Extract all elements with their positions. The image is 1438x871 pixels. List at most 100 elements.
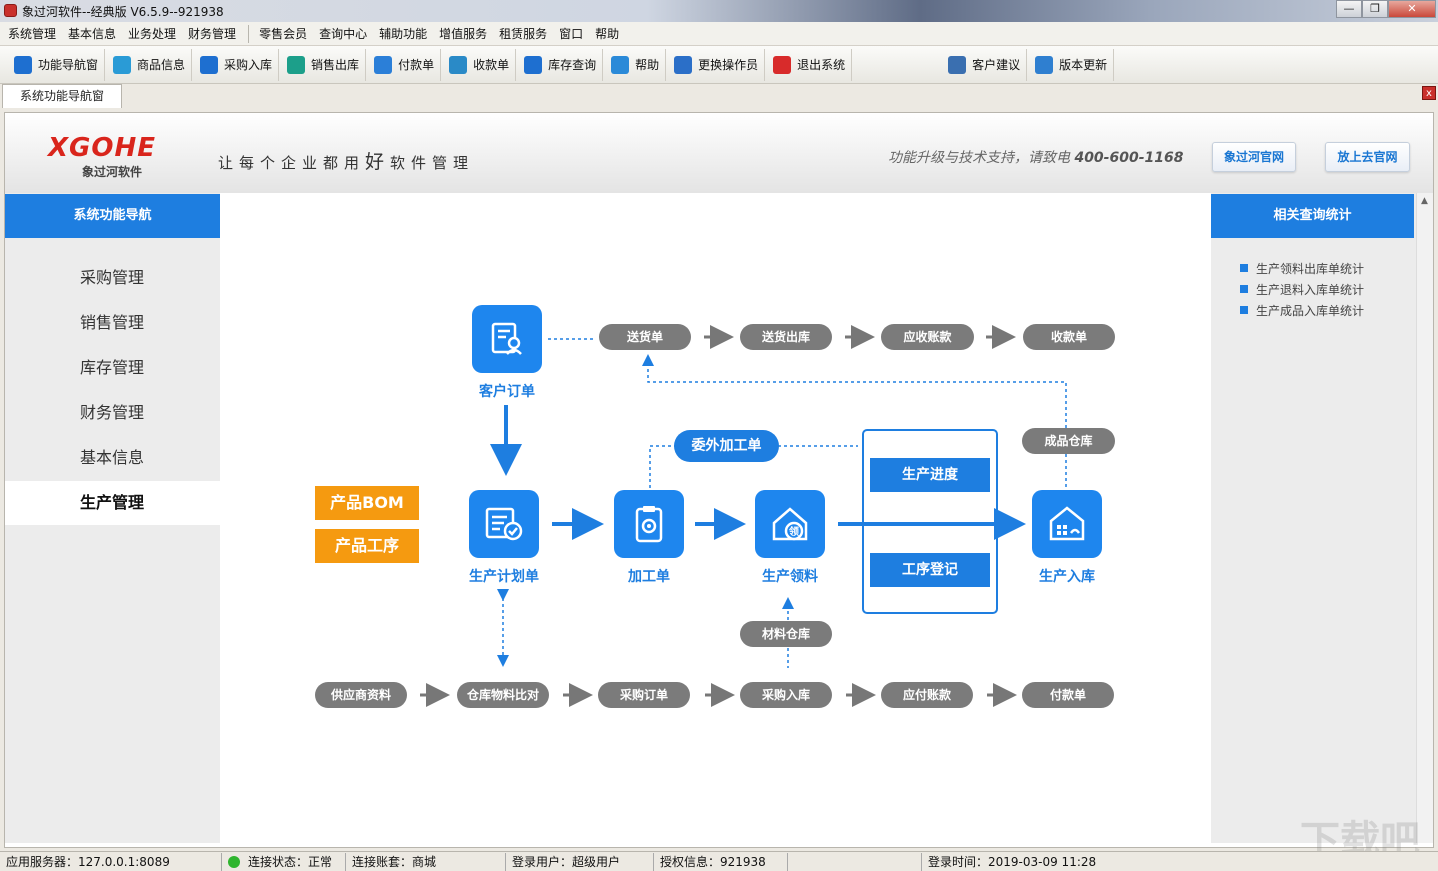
menu-basic-info[interactable]: 基本信息 [68,27,117,41]
nav-purchase[interactable]: 采购管理 [80,268,145,287]
go-site-button[interactable]: 放上去官网 [1325,142,1410,172]
toolbar-button-6[interactable]: 库存查询 [518,48,604,81]
work-order-label: 加工单 [628,569,670,585]
toolbar-button-2[interactable]: 采购入库 [194,48,280,81]
brand-header [5,113,1433,193]
menu-services[interactable]: 增值服务 [439,27,488,41]
menu-system[interactable]: 系统管理 [8,27,57,41]
help-icon [611,55,630,74]
tab-navigation[interactable]: 系统功能导航窗 [2,84,122,108]
toolbar-button-4[interactable]: 付款单 [368,48,442,81]
bullet-icon [1240,264,1248,272]
scrollbar[interactable] [1416,193,1433,843]
stat-link-finished-in[interactable]: 生产成品入库单统计 [1240,302,1364,319]
receipt-icon [449,55,468,74]
menu-tools[interactable]: 辅助功能 [379,27,428,41]
stat-link-pick-out[interactable]: 生产领料出库单统计 [1240,260,1364,277]
toolbar-label: 库存查询 [548,58,597,72]
receipt-pill[interactable]: 收款单 [1023,324,1115,350]
close-tab-icon[interactable]: x [1422,86,1436,100]
customer-order-node[interactable] [472,305,542,373]
menu-finance[interactable]: 财务管理 [188,27,237,41]
delivery-out-pill[interactable]: 送货出库 [740,324,832,350]
menu-retail[interactable]: 零售会员 [259,27,308,41]
product-process-button[interactable]: 产品工序 [315,529,419,563]
support-label: 功能升级与技术支持，请致电 [888,150,1070,166]
toolbar-button-11[interactable]: 版本更新 [1029,48,1115,81]
stock-in-node[interactable] [1032,490,1102,558]
suggest-icon [948,55,967,74]
warehouse-icon [1049,506,1085,541]
register-button[interactable]: 工序登记 [870,553,990,587]
menu-rental[interactable]: 租赁服务 [499,27,548,41]
toolbar-label: 更换操作员 [698,58,759,72]
nav-inventory[interactable]: 库存管理 [80,358,145,377]
svg-text:领: 领 [789,525,799,538]
toolbar-label: 版本更新 [1059,58,1108,72]
maximize-button[interactable]: ❐ [1362,0,1388,18]
toolbar-button-7[interactable]: 帮助 [605,48,667,81]
status-login-time: 登录时间：2019-03-09 11:28 [928,854,1097,869]
nav-sales[interactable]: 销售管理 [80,313,145,332]
bullet-icon [1240,306,1248,314]
material-warehouse-pill[interactable]: 材料仓库 [740,621,832,647]
toolbar-button-10[interactable]: 客户建议 [942,48,1028,81]
title-bar: 象过河软件--经典版 V6.5.9--921938 — ❐ ✕ [0,0,1438,22]
menu-help[interactable]: 帮助 [595,27,620,41]
window-title: 象过河软件--经典版 V6.5.9--921938 [22,5,224,19]
purchase-order-pill[interactable]: 采购订单 [598,682,690,708]
toolbar-label: 付款单 [398,58,435,72]
stat-link-return-in[interactable]: 生产退料入库单统计 [1240,281,1364,298]
support-text: 功能升级与技术支持，请致电 400-600-1168 [888,147,1184,167]
support-phone: 400-600-1168 [1074,150,1184,166]
order-doc-icon [491,322,522,355]
exit-icon [773,55,792,74]
payable-pill[interactable]: 应付账款 [881,682,973,708]
toolbar-button-3[interactable]: 销售出库 [281,48,367,81]
delivery-note-pill[interactable]: 送货单 [599,324,691,350]
toolbar-button-0[interactable]: 功能导航窗 [8,48,106,81]
status-bar: 应用服务器：127.0.0.1:8089 连接状态：正常 连接账套：商城 登录用… [0,851,1438,871]
work-order-node[interactable] [614,490,684,558]
nav-production[interactable]: 生产管理 [5,481,220,525]
supplier-pill[interactable]: 供应商资料 [315,682,407,708]
stat-link-label: 生产领料出库单统计 [1256,262,1365,276]
toolbar-label: 收款单 [473,58,510,72]
product-bom-button[interactable]: 产品BOM [315,486,419,520]
close-window-button[interactable]: ✕ [1388,0,1436,18]
menu-business[interactable]: 业务处理 [128,27,177,41]
toolbar-button-1[interactable]: 商品信息 [107,48,193,81]
stock-in-label: 生产入库 [1039,569,1095,585]
purchase-in-pill[interactable]: 采购入库 [740,682,832,708]
minimize-button[interactable]: — [1336,0,1362,18]
material-compare-pill[interactable]: 仓库物料比对 [457,682,549,708]
toolbar-label: 退出系统 [797,58,846,72]
progress-button[interactable]: 生产进度 [870,458,990,492]
toolbar-button-9[interactable]: 退出系统 [767,48,853,81]
menu-query[interactable]: 查询中心 [319,27,368,41]
menu-window[interactable]: 窗口 [559,27,584,41]
status-empty [788,852,922,871]
payment-pill[interactable]: 付款单 [1022,682,1114,708]
toolbar-button-8[interactable]: 更换操作员 [668,48,766,81]
toolbar-label: 销售出库 [311,58,360,72]
status-connection-text: 连接状态：正常 [248,854,333,869]
official-site-button[interactable]: 象过河官网 [1212,142,1296,172]
switch-user-icon [674,55,693,74]
toolbar-button-5[interactable]: 收款单 [443,48,517,81]
goods-icon [113,55,132,74]
nav-finance[interactable]: 财务管理 [80,403,145,422]
status-server: 应用服务器：127.0.0.1:8089 [0,852,222,871]
finished-warehouse-pill[interactable]: 成品仓库 [1022,428,1115,454]
toolbar: 功能导航窗商品信息采购入库 销售出库 付款单 收款单 库存查询帮助 更换操作员 退出系统 客户… [0,46,1438,84]
receivable-pill[interactable]: 应收账款 [881,324,974,350]
logo-subtitle: 象过河软件 [82,165,143,179]
scroll-up-icon[interactable]: ▲ [1421,196,1428,206]
nav-basic-info[interactable]: 基本信息 [80,448,145,467]
purchase-icon [200,55,219,74]
plan-node[interactable] [469,490,539,558]
slogan-part: 让每个企业都用 [218,154,366,172]
material-pick-node[interactable]: 领 [755,490,825,558]
outsource-pill[interactable]: 委外加工单 [674,430,779,462]
